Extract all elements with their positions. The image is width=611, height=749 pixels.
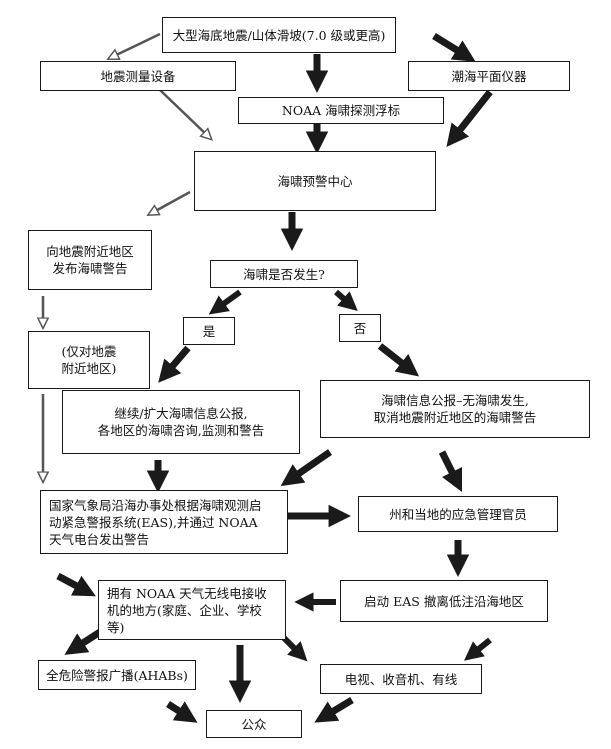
- radio-places-box: 拥有 NOAA 天气无线电接收 机的地方(家庭、企业、学校 等): [98, 580, 286, 640]
- tide-box: 潮海平面仪器: [408, 61, 570, 91]
- arrow-yes-to-continue: [158, 345, 191, 383]
- buoy-box: NOAA 海啸探测浮标: [238, 97, 444, 124]
- seismic-box: 地震测量设备: [40, 61, 236, 91]
- quake-box: 大型海底地震/山体滑坡(7.0 级或更高): [162, 17, 396, 53]
- eas-evac-box: 启动 EAS 撤离低注沿海地区: [340, 580, 548, 622]
- public-box: 公众: [206, 710, 302, 738]
- arrow-occur-to-yes: [208, 289, 242, 315]
- continue-box: 继续/扩大海啸信息公报, 各地区的海啸咨询,监测和警告: [62, 390, 300, 454]
- arrow-eas-evac-to-tv: [464, 637, 492, 661]
- arrow-no-to-cancel: [377, 343, 420, 377]
- officials-box: 州和当地的应急管理官员: [358, 496, 558, 532]
- arrow-cancel-to-officials: [438, 450, 463, 493]
- noaa-office-box: 国家气象局沿海办事处根据海啸观测启 动紧急警报系统(EAS),并通过 NOAA …: [40, 490, 288, 554]
- occur-box: 海啸是否发生?: [210, 260, 358, 288]
- tv-box: 电视、收音机、有线: [320, 664, 482, 694]
- arrow-tv-to-public: [314, 696, 354, 723]
- arrow-cancel-to-noaa-office: [280, 449, 332, 487]
- ahabs-box: 全危险警报广播(AHABs): [38, 660, 196, 690]
- arrow-occur-to-no: [334, 289, 358, 312]
- yes-box: 是: [183, 317, 235, 345]
- cancel-box: 海啸信息公报–无海啸发生, 取消地震附近地区的海啸警告: [320, 380, 590, 438]
- arrow-tide-to-center: [446, 89, 493, 148]
- arrow-quake-to-seismic: [110, 32, 161, 58]
- arrow-radio-places-to-tv: [281, 635, 308, 662]
- arrow-seismic-to-center: [159, 89, 210, 138]
- arrow-radio-places-to-ahabs: [64, 629, 102, 655]
- arrow-ahabs-to-public: [166, 701, 198, 723]
- arrow-quake-to-tide: [432, 33, 476, 62]
- no-box: 否: [339, 314, 381, 342]
- only-near-box: (仅对地震 附近地区): [28, 331, 150, 389]
- arrow-noaa-office-to-radio-places: [56, 572, 96, 597]
- solid-arrows: [56, 33, 493, 723]
- warn-near-box: 向地震附近地区 发布海啸警告: [28, 230, 152, 290]
- center-box: 海啸预警中心: [194, 151, 436, 211]
- arrow-center-to-warn-near: [150, 190, 191, 214]
- hollow-arrows: [43, 32, 210, 480]
